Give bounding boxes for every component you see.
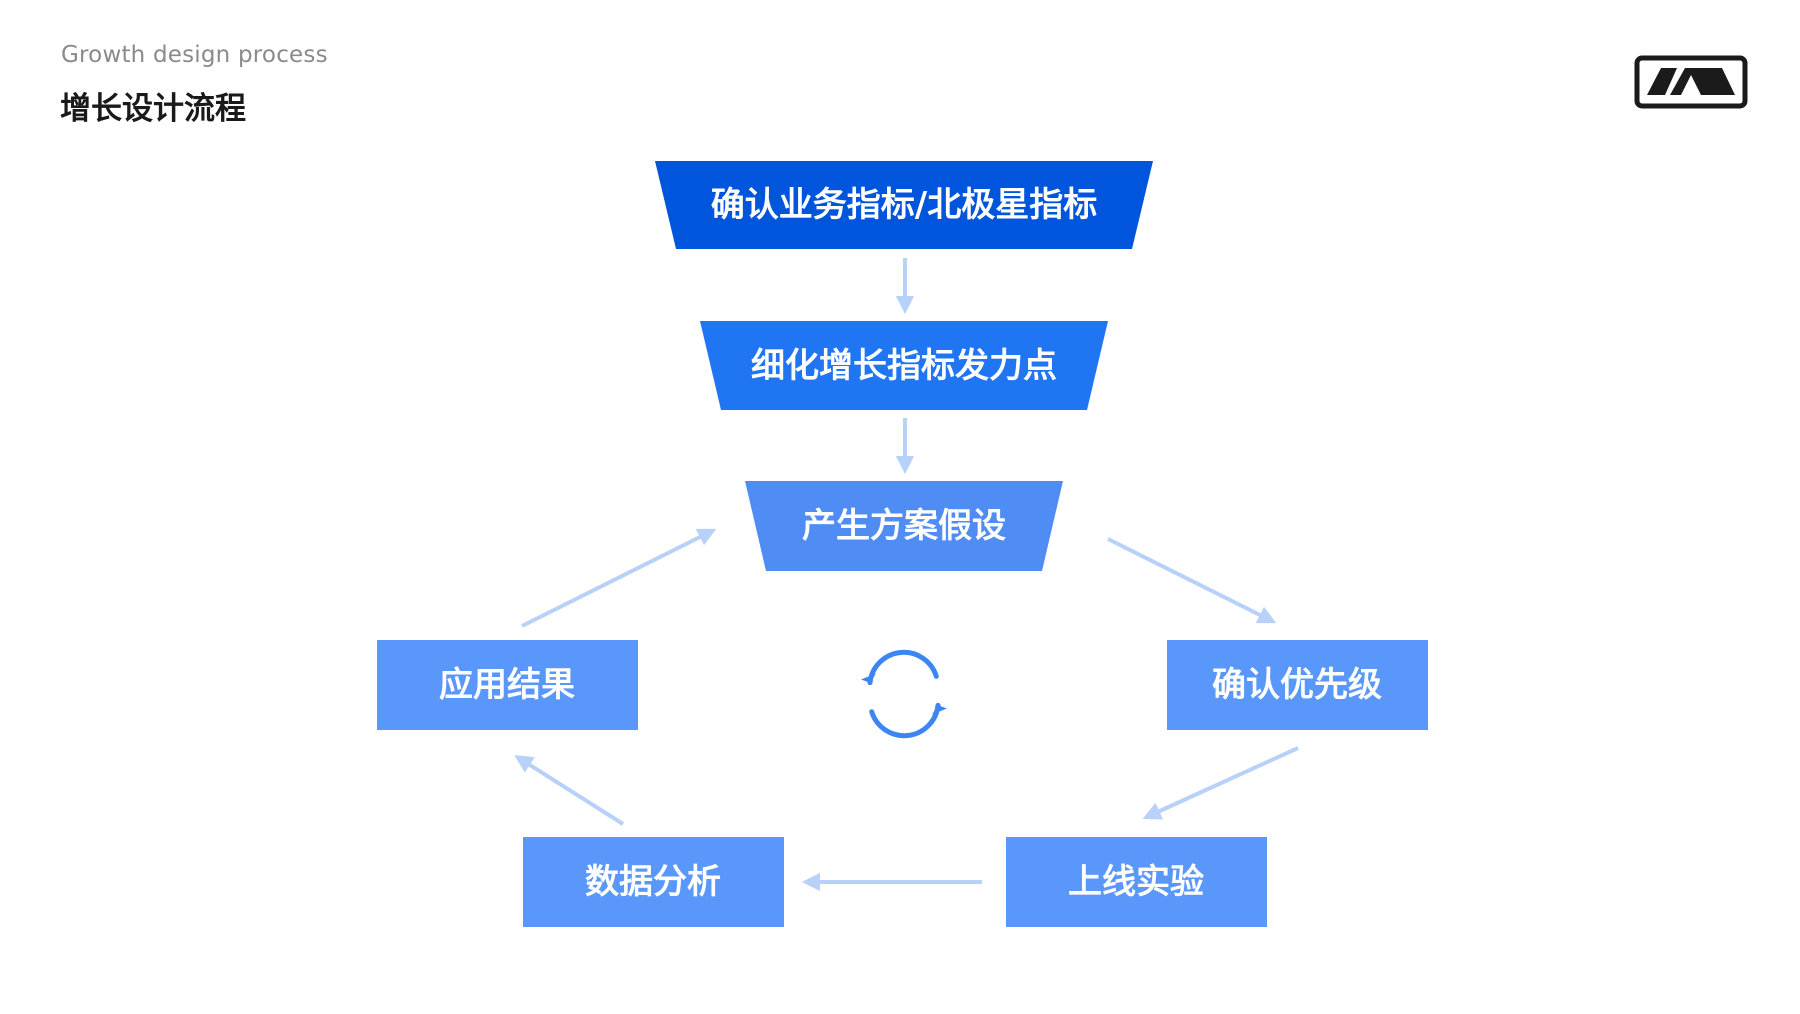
brand-logo-icon	[1634, 55, 1748, 109]
node-apply-results-label: 应用结果	[439, 665, 575, 705]
node-refine-levers-label: 细化增长指标发力点	[751, 346, 1057, 386]
node-hypothesis: 产生方案假设	[745, 481, 1063, 571]
arrow-hypothesis-to-prioritize	[1107, 537, 1277, 624]
node-north-star: 确认业务指标/北极星指标	[655, 161, 1153, 249]
page-subtitle: Growth design process	[61, 42, 328, 68]
arrow-data-analysis-to-apply	[514, 755, 625, 826]
node-hypothesis-label: 产生方案假设	[802, 506, 1006, 546]
node-north-star-label: 确认业务指标/北极星指标	[711, 185, 1097, 225]
node-refine-levers: 细化增长指标发力点	[700, 321, 1108, 410]
node-launch-experiment-label: 上线实验	[1068, 862, 1204, 902]
node-prioritize: 确认优先级	[1167, 640, 1428, 730]
page-title: 增长设计流程	[60, 91, 246, 127]
node-launch-experiment: 上线实验	[1006, 837, 1267, 927]
node-data-analysis-label: 数据分析	[585, 862, 721, 902]
arrow-prioritize-to-launch	[1142, 746, 1299, 820]
refresh-cycle-icon	[861, 649, 947, 739]
arrow-apply-to-hypothesis	[521, 528, 717, 628]
node-apply-results: 应用结果	[377, 640, 638, 730]
node-data-analysis: 数据分析	[523, 837, 784, 927]
node-prioritize-label: 确认优先级	[1212, 665, 1382, 705]
